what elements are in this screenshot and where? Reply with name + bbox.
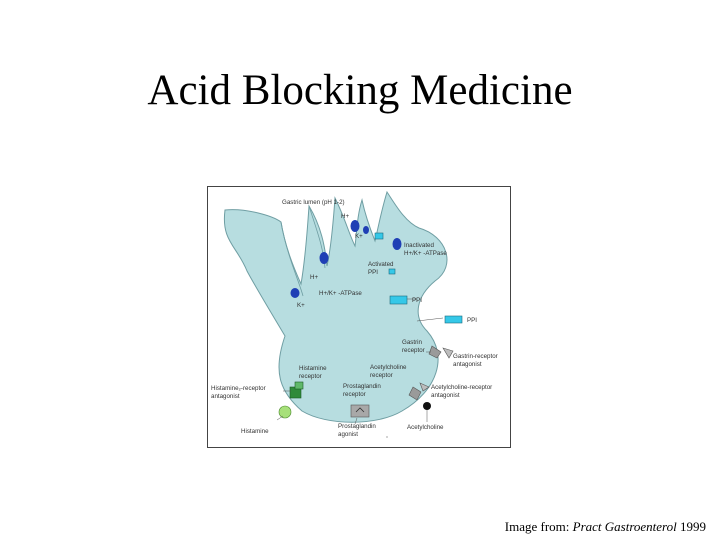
label-ppi-inside: PPI (412, 297, 422, 304)
ppi-bound (374, 232, 384, 240)
gastrin-receptor-shape (428, 345, 442, 359)
label-histamine-antagonist-2: antagonist (211, 393, 240, 400)
ppi-bound (388, 268, 396, 275)
parietal-cell-diagram: Gastric lumen (pH 1-2) H+ K+ Inactivated… (207, 186, 511, 448)
proton-pump (290, 288, 300, 298)
prostaglandin-receptor-shape (350, 404, 370, 418)
label-activated-ppi: PPI (368, 269, 378, 276)
label-gastrin-antagonist-2: antagonist (453, 361, 482, 368)
slide-title: Acid Blocking Medicine (147, 67, 573, 114)
label-acetylcholine-antagonist-2: antagonist (431, 392, 460, 399)
credit-prefix: Image from: (504, 519, 573, 534)
label-histamine-receptor-2: receptor (299, 373, 322, 380)
label-prostaglandin-receptor-1: Prostaglandin (343, 383, 381, 390)
diagram-canvas: Gastric lumen (pH 1-2) H+ K+ Inactivated… (207, 186, 511, 448)
histamine-molecule (278, 405, 292, 419)
label-prostaglandin-receptor-2: receptor (343, 391, 366, 398)
proton-pump (392, 238, 402, 250)
label-acetylcholine-receptor-1: Acetylcholine (370, 364, 407, 371)
label-h-top: H+ (341, 213, 349, 220)
label-histamine: Histamine (241, 428, 269, 435)
label-prostaglandin-agonist-2: agonist (338, 431, 358, 438)
label-ppi-outside: PPI (467, 317, 477, 324)
label-pump: H+/K+ -ATPase (319, 290, 362, 297)
prostaglandin-agonist-shape (355, 407, 365, 413)
ppi-inside (389, 295, 408, 305)
label-histamine-antagonist-1: Histamine₂-receptor (211, 385, 266, 392)
image-credit: Image from: Pract Gastroenterol 1999 (505, 519, 706, 535)
label-gastrin-antagonist-1: Gastrin-receptor (453, 353, 498, 360)
label-inactivated: Inactivated (404, 242, 434, 249)
label-acetylcholine-antagonist-1: Acetylcholine-receptor (431, 384, 492, 391)
acetylcholine-receptor-shape (408, 386, 422, 401)
label-acetylcholine: Acetylcholine (407, 424, 444, 431)
label-acetylcholine-receptor-2: receptor (370, 372, 393, 379)
canaliculus-line (280, 221, 304, 297)
histamine-antagonist-shape (294, 381, 304, 390)
label-activated: Activated (368, 261, 394, 268)
label-gastrin-receptor-2: receptor (402, 347, 425, 354)
label-gastric-lumen: Gastric lumen (pH 1-2) (282, 199, 345, 206)
acetylcholine-molecule (423, 402, 431, 410)
label-inactivated-pump: H+/K+ -ATPase (404, 250, 447, 257)
credit-journal: Pract Gastroenterol (572, 519, 677, 534)
label-gastrin-receptor-1: Gastrin (402, 339, 423, 346)
proton-pump (350, 220, 360, 232)
ppi-outside (444, 315, 463, 324)
leader-lines (276, 298, 444, 438)
label-h-left: H+ (310, 274, 318, 281)
label-histamine-receptor-1: Histamine (299, 365, 327, 372)
proton-pump (319, 252, 329, 264)
label-k-left: K+ (297, 302, 305, 309)
label-k-top: K+ (355, 233, 363, 240)
proton-pump (363, 226, 369, 234)
credit-year: 1999 (676, 519, 706, 534)
acetylcholine-antagonist-shape (419, 382, 430, 392)
gastrin-antagonist-shape (442, 347, 454, 359)
label-prostaglandin-agonist-1: Prostaglandin (338, 423, 376, 430)
